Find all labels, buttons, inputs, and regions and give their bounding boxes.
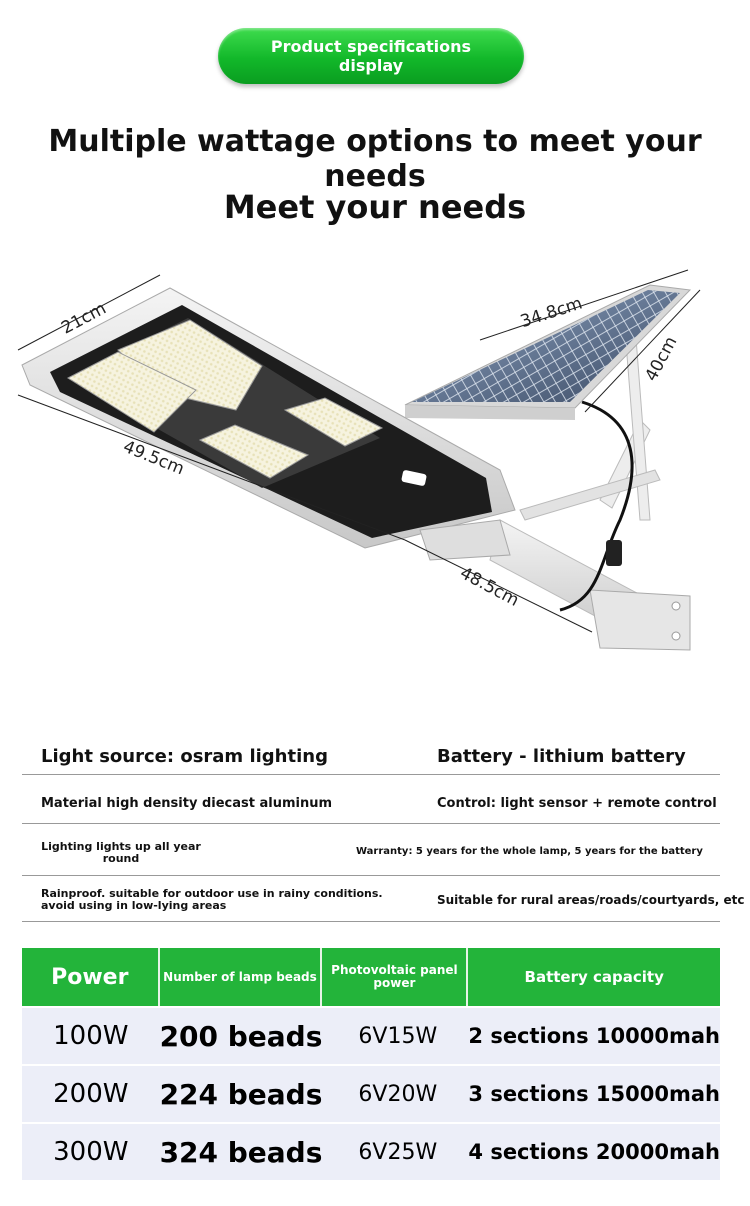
table-header-row: Power Number of lamp beads Photovoltaic … — [22, 948, 720, 1006]
mounting-pole — [489, 324, 691, 651]
page-subtitle: Meet your needs — [223, 188, 527, 226]
spec-row-4 — [22, 876, 720, 922]
section-badge: Product specifications display — [218, 28, 524, 84]
spec-light-source: Light source: osram lighting — [41, 746, 328, 767]
spec-control: Control: light sensor + remote control — [437, 796, 717, 811]
dimension-lines — [17, 269, 701, 633]
model-spec-table: Power Number of lamp beads Photovoltaic … — [22, 948, 720, 1180]
panel-height-label: 40cm — [641, 333, 681, 384]
cell-beads: 324 beads — [159, 1122, 323, 1180]
cell-pv: 6V15W — [322, 1006, 469, 1064]
cell-beads: 200 beads — [159, 1006, 323, 1064]
page-title: Multiple wattage options to meet your ne… — [48, 124, 702, 194]
cell-power: 300W — [22, 1122, 160, 1180]
spec-warranty: Warranty: 5 years for the whole lamp, 5 … — [356, 846, 703, 857]
cell-beads: 224 beads — [159, 1064, 323, 1122]
table-row: 100W 200 beads 6V15W 2 sections 10000mah — [22, 1006, 720, 1064]
solar-panel — [404, 284, 692, 420]
street-light-illustration: 21cm 49.5cm 48.5cm 34.8cm 40cm — [17, 269, 701, 651]
header-pv-power: Photovoltaic panel power — [322, 948, 469, 1006]
power-cable — [559, 400, 634, 612]
cell-battery: 2 sections 10000mah — [468, 1006, 720, 1064]
cell-power: 100W — [22, 1006, 160, 1064]
cell-pv: 6V20W — [322, 1064, 469, 1122]
spec-row-2 — [22, 775, 720, 824]
spec-rainproof: Rainproof. suitable for outdoor use in r… — [41, 887, 383, 912]
spec-material: Material high density diecast aluminum — [41, 796, 333, 811]
cell-pv: 6V25W — [322, 1122, 469, 1180]
table-row: 300W 324 beads 6V25W 4 sections 20000mah — [22, 1122, 720, 1180]
header-beads: Number of lamp beads — [159, 948, 323, 1006]
cell-power: 200W — [22, 1064, 160, 1122]
header-power: Power — [22, 948, 160, 1006]
spec-battery: Battery - lithium battery — [437, 746, 686, 767]
spec-suitable: Suitable for rural areas/roads/courtyard… — [437, 893, 745, 907]
spec-row-3 — [22, 824, 720, 876]
lamp-head — [21, 287, 516, 561]
cell-battery: 3 sections 15000mah — [468, 1064, 720, 1122]
spec-lighting: Lighting lights up all year round — [41, 840, 201, 865]
table-row: 200W 224 beads 6V20W 3 sections 15000mah — [22, 1064, 720, 1122]
spec-row-1 — [22, 740, 720, 775]
cell-battery: 4 sections 20000mah — [468, 1122, 720, 1180]
header-battery: Battery capacity — [468, 948, 720, 1006]
